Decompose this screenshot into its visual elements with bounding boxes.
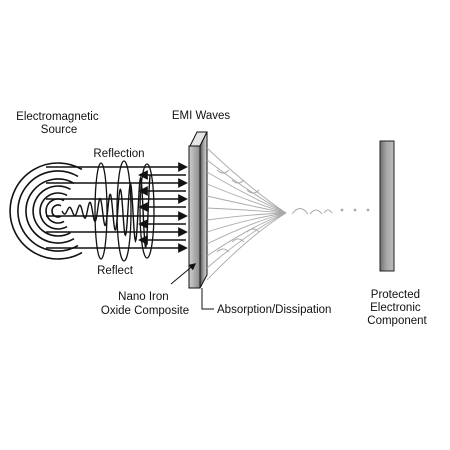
shield-slab bbox=[188, 131, 208, 289]
emi-waves-label: EMI Waves bbox=[172, 110, 231, 122]
emitted-wave bbox=[61, 175, 151, 249]
component-panel bbox=[379, 140, 395, 272]
reflection-label: Reflection bbox=[93, 148, 144, 160]
dissipation-curve bbox=[206, 207, 287, 214]
dissipation-bump bbox=[231, 238, 245, 243]
fading-wave-icon bbox=[291, 208, 333, 215]
dissipation-bump bbox=[216, 169, 230, 174]
component-label: Protected Electronic Component bbox=[367, 289, 427, 327]
dissipation-curve bbox=[206, 212, 287, 245]
dissipation-bump bbox=[246, 228, 260, 233]
source-arc bbox=[25, 178, 75, 244]
dissipation-curve bbox=[206, 195, 287, 214]
dissipation-bump bbox=[231, 179, 245, 184]
dissipation-curve bbox=[206, 212, 287, 269]
source-arc bbox=[9, 162, 83, 260]
source-icon bbox=[9, 162, 83, 260]
dissipation-curve bbox=[206, 212, 287, 233]
source-arc bbox=[17, 170, 79, 252]
dissipation-bump bbox=[246, 189, 260, 194]
dissipation-waves bbox=[206, 147, 287, 281]
absorption-label: Absorption/Dissipation bbox=[217, 304, 331, 316]
dissipation-curve bbox=[206, 183, 287, 214]
source-arc bbox=[32, 185, 71, 237]
reflect-label: Reflect bbox=[97, 265, 134, 277]
source-arc bbox=[39, 192, 68, 230]
dissipation-curve bbox=[206, 212, 287, 281]
incoming-arrows bbox=[46, 162, 188, 253]
composite-label: Nano Iron Oxide Composite bbox=[101, 291, 189, 317]
dissipation-curve bbox=[206, 147, 287, 214]
dissipation-curve bbox=[206, 159, 287, 214]
fading-dots bbox=[340, 208, 370, 212]
dissipation-bump bbox=[216, 248, 230, 253]
source-arc bbox=[51, 204, 62, 218]
reflected-arrows bbox=[138, 170, 186, 245]
leader-lines bbox=[170, 263, 214, 310]
source-arc bbox=[45, 198, 65, 224]
dissipation-curve bbox=[206, 171, 287, 214]
dissipation-curve bbox=[206, 212, 287, 221]
source-label: Electromagnetic Source bbox=[16, 111, 102, 136]
